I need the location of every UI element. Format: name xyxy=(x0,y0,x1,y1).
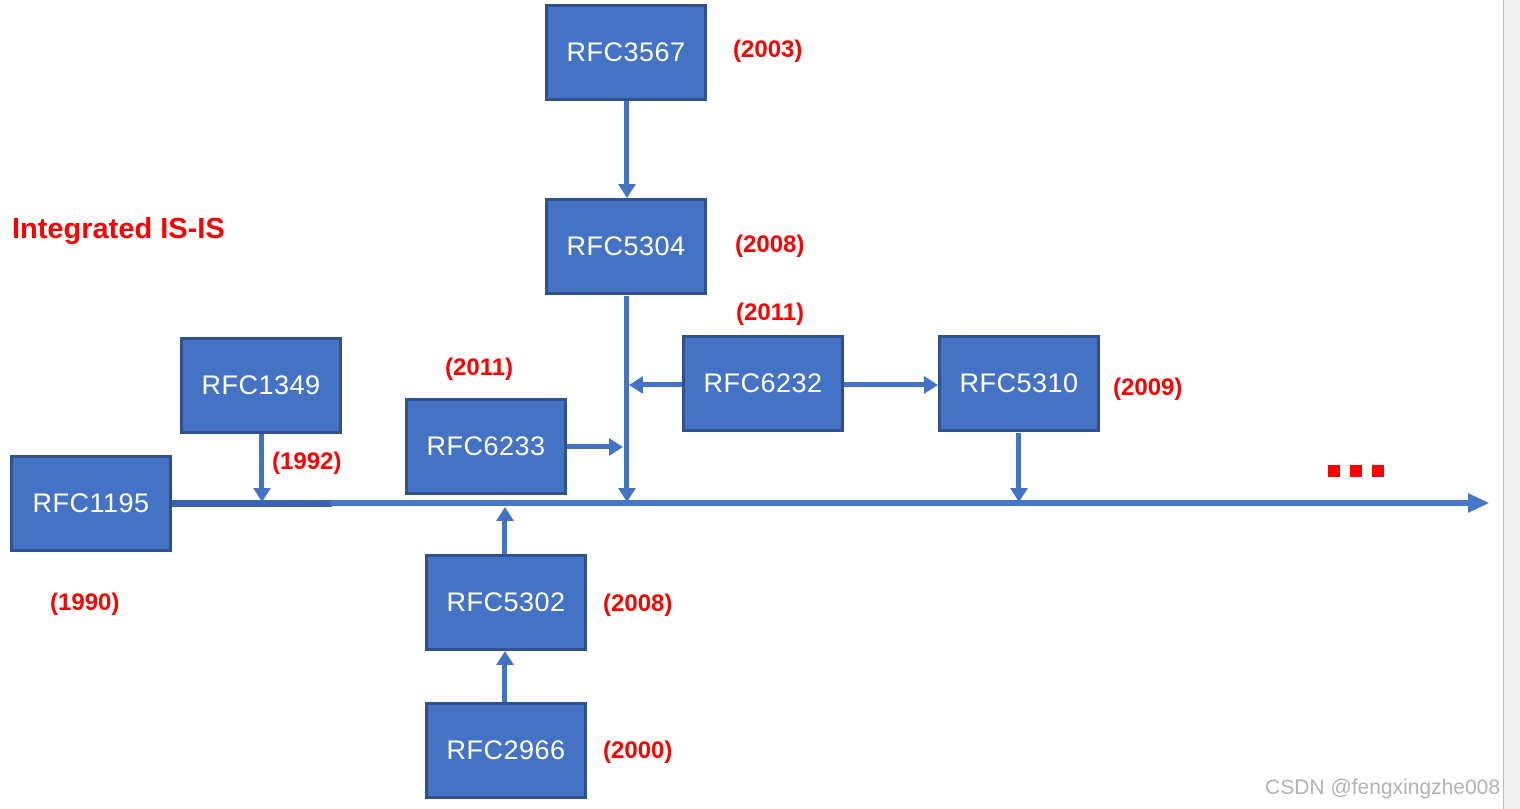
edge-rfc6233-connector-arrowhead xyxy=(609,438,623,456)
edge-rfc5304-timeline-arrowhead xyxy=(618,488,636,502)
ellipsis-dot xyxy=(1372,465,1384,477)
node-rfc6232-label: RFC6232 xyxy=(703,368,823,398)
node-rfc5302: RFC5302 xyxy=(425,554,587,651)
page-edge-strip xyxy=(1503,0,1520,809)
ellipsis-dot xyxy=(1328,465,1340,477)
edge-rfc5304-timeline-line xyxy=(624,296,629,489)
year-label-rfc3567: (2003) xyxy=(733,36,803,63)
node-rfc1195-label: RFC1195 xyxy=(32,488,150,518)
edge-rfc5310-timeline-line xyxy=(1016,433,1021,489)
year-label-rfc2966: (2000) xyxy=(603,737,673,764)
node-rfc5302-label: RFC5302 xyxy=(446,587,566,617)
timeline-segment-light xyxy=(330,500,1470,506)
edge-rfc6232-connector-line xyxy=(643,382,682,387)
edge-rfc6233-connector-line xyxy=(567,444,610,449)
node-rfc3567-label: RFC3567 xyxy=(566,37,686,67)
edge-rfc6232-rfc5310-arrowhead xyxy=(924,376,938,394)
year-label-rfc6233: (2011) xyxy=(445,354,514,381)
edge-rfc2966-rfc5302-arrowhead xyxy=(496,651,514,665)
edge-rfc3567-rfc5304-line xyxy=(624,100,629,186)
node-rfc1349-label: RFC1349 xyxy=(201,370,321,400)
node-rfc5304: RFC5304 xyxy=(545,198,707,295)
edge-rfc3567-rfc5304-arrowhead xyxy=(618,184,636,198)
node-rfc1195: RFC1195 xyxy=(10,455,172,552)
year-label-rfc5310: (2009) xyxy=(1113,374,1183,401)
edge-rfc6232-rfc5310-line xyxy=(842,382,925,387)
edge-rfc5302-timeline-arrowhead xyxy=(496,507,514,521)
node-rfc5310-label: RFC5310 xyxy=(959,368,1079,398)
edge-rfc5310-timeline-arrowhead xyxy=(1010,488,1028,502)
timeline-arrowhead xyxy=(1468,493,1489,513)
node-rfc6232: RFC6232 xyxy=(682,335,844,432)
node-rfc3567: RFC3567 xyxy=(545,4,707,101)
year-label-rfc5304: (2008) xyxy=(735,231,805,258)
edge-rfc1349-timeline-line xyxy=(259,434,264,489)
year-label-rfc6232: (2011) xyxy=(736,299,805,326)
edge-rfc5302-timeline-line xyxy=(502,521,507,554)
year-label-rfc1349: (1992) xyxy=(272,448,342,475)
timeline-segment-dark xyxy=(172,500,332,507)
node-rfc6233-label: RFC6233 xyxy=(426,431,546,461)
edge-rfc1349-timeline-arrowhead xyxy=(253,488,271,502)
ellipsis-dot xyxy=(1350,465,1362,477)
node-rfc5304-label: RFC5304 xyxy=(566,231,686,261)
edge-rfc2966-rfc5302-line xyxy=(502,665,507,702)
year-label-rfc1195: (1990) xyxy=(50,589,120,616)
node-rfc2966: RFC2966 xyxy=(425,702,587,799)
year-label-rfc5302: (2008) xyxy=(603,590,673,617)
node-rfc2966-label: RFC2966 xyxy=(446,735,566,765)
node-rfc1349: RFC1349 xyxy=(180,337,342,434)
node-rfc5310: RFC5310 xyxy=(938,335,1100,432)
edge-rfc6232-connector-arrowhead xyxy=(629,376,643,394)
node-rfc6233: RFC6233 xyxy=(405,398,567,495)
watermark-text: CSDN @fengxingzhe008 xyxy=(1265,776,1500,799)
diagram-title: Integrated IS-IS xyxy=(12,213,225,245)
